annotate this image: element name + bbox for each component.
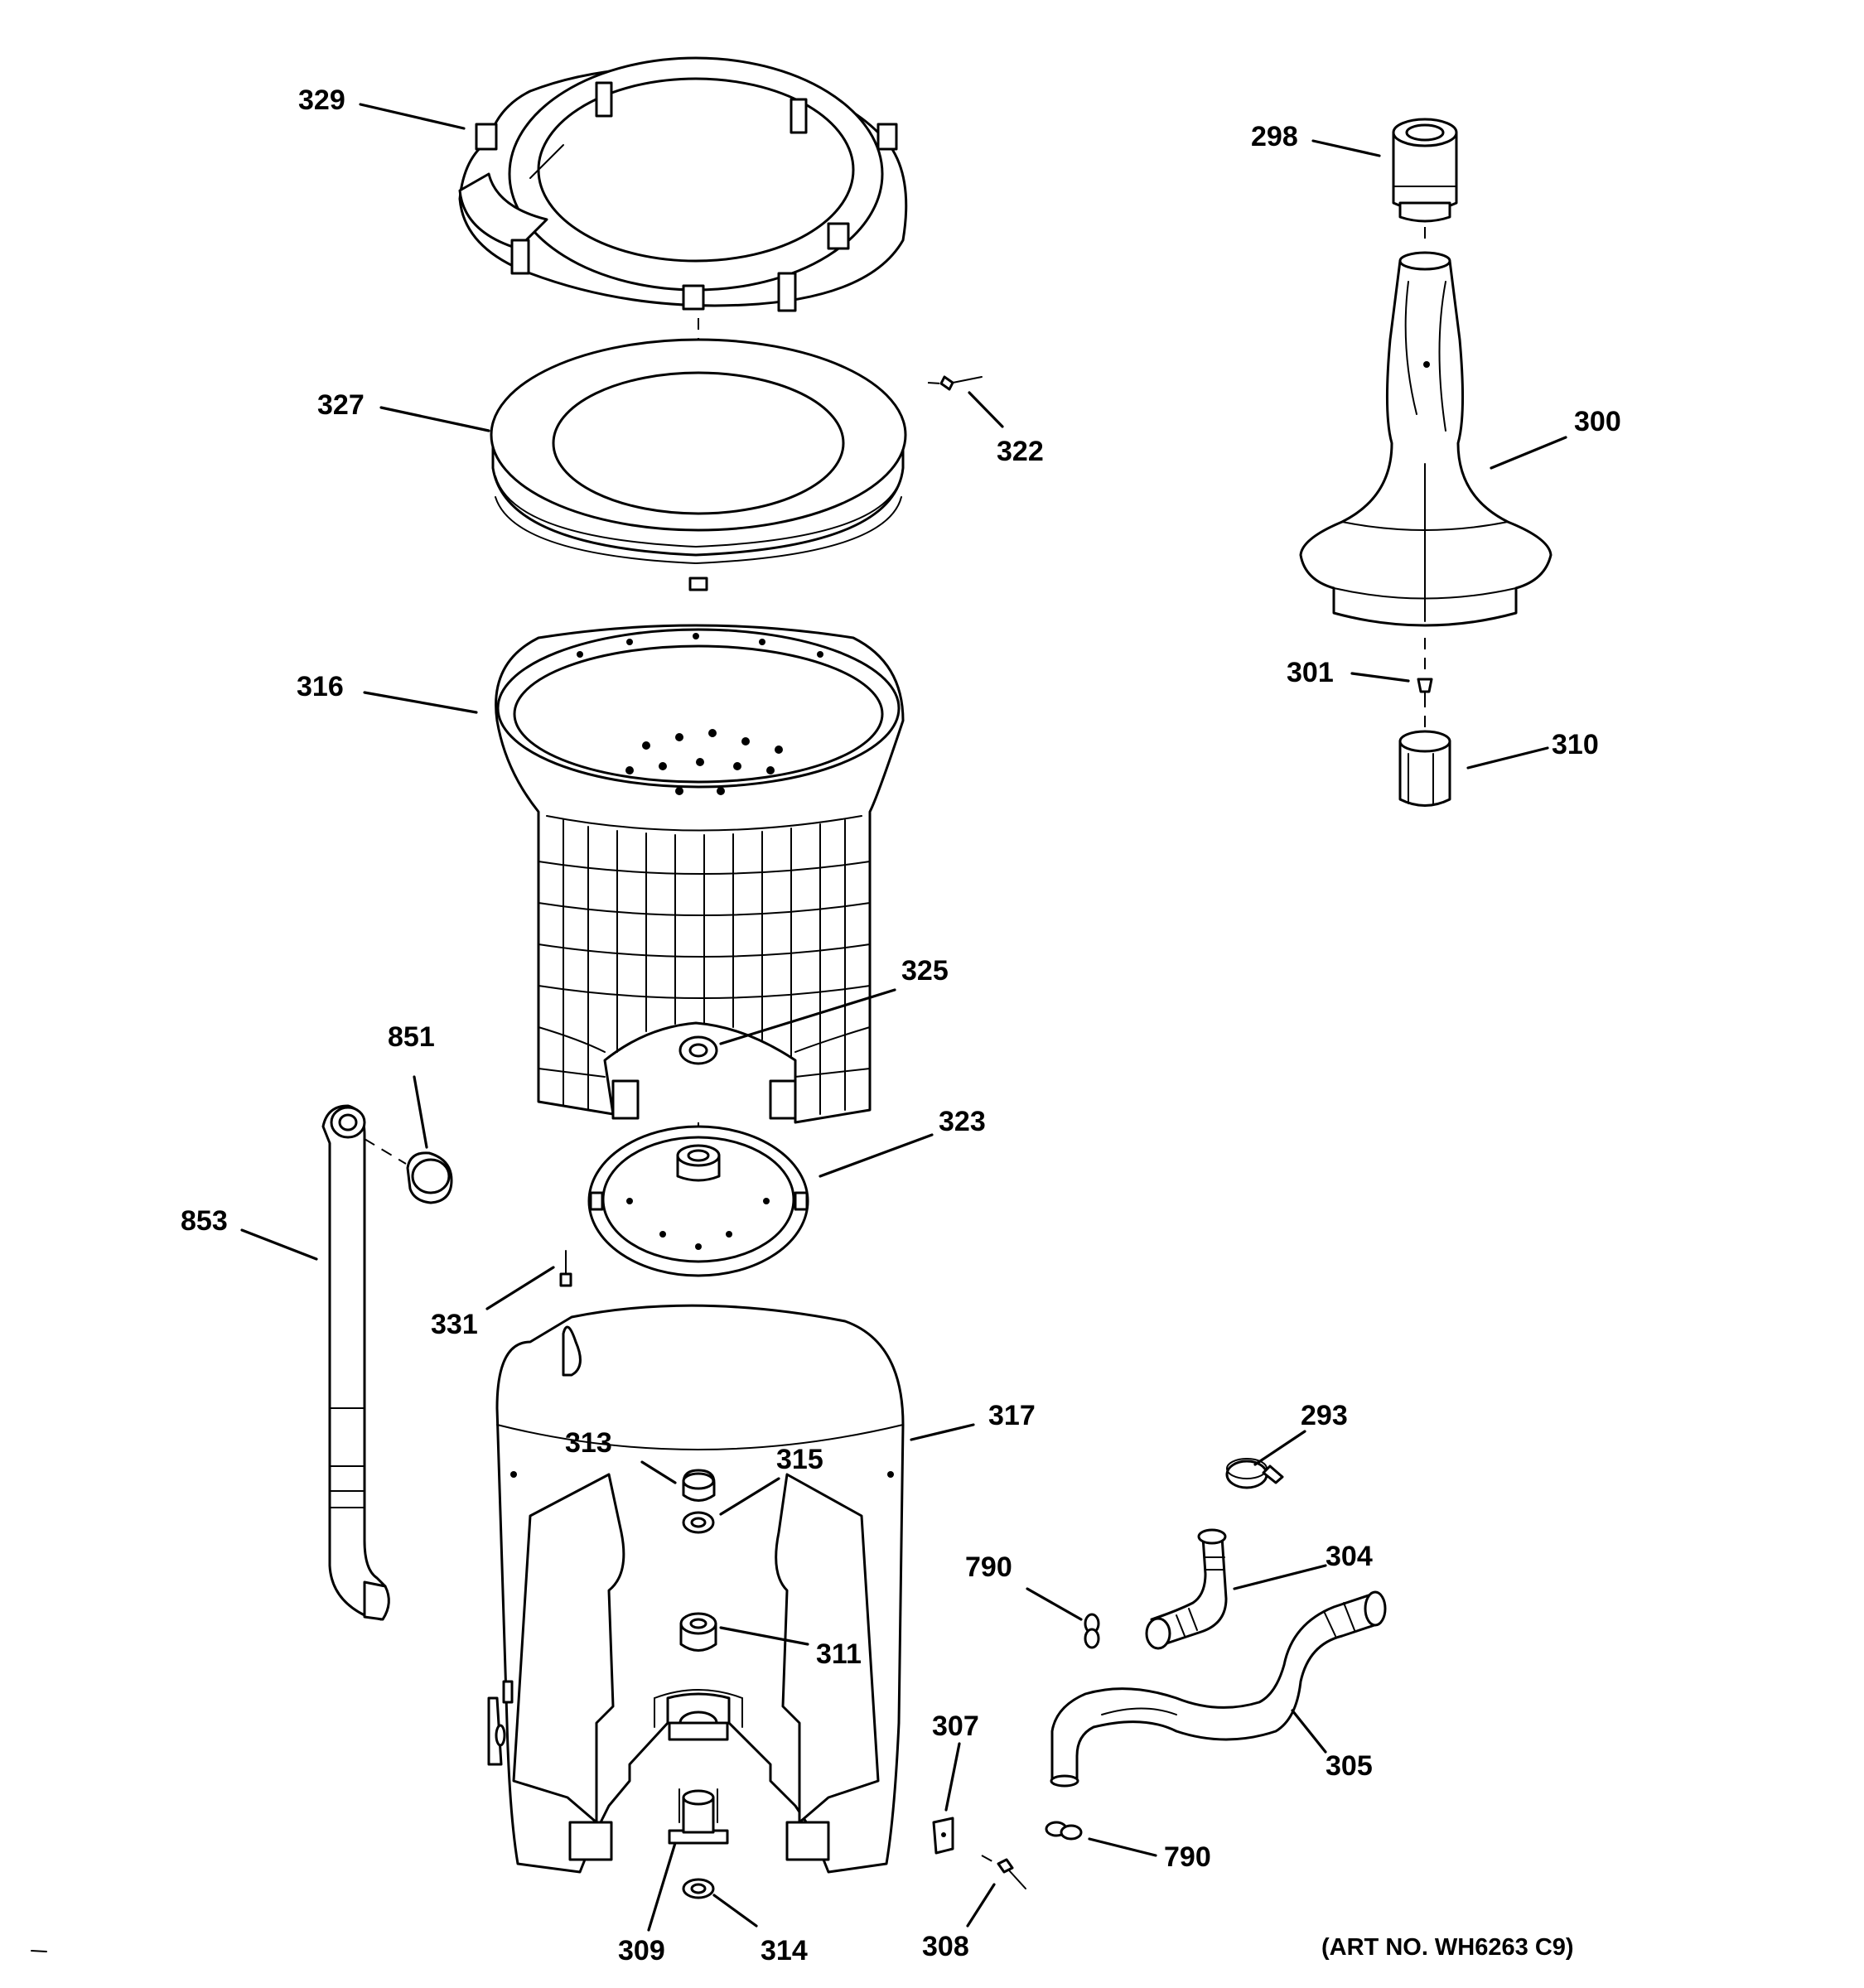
leader-301 xyxy=(1350,672,1410,683)
callout-316: 316 xyxy=(297,671,344,702)
callout-298: 298 xyxy=(1251,121,1298,152)
balance-ring-screw-part xyxy=(927,375,983,391)
leader-331 xyxy=(485,1266,555,1310)
callout-314: 314 xyxy=(761,1935,808,1966)
leader-310 xyxy=(1466,746,1549,770)
leader-309 xyxy=(647,1841,677,1932)
bracket-part xyxy=(932,1817,954,1855)
leader-lines xyxy=(240,103,1567,1932)
callout-308: 308 xyxy=(922,1931,969,1962)
callout-853: 853 xyxy=(181,1205,228,1237)
callout-300: 300 xyxy=(1574,406,1621,437)
callout-labels: 329 327 322 316 325 851 323 853 331 317 … xyxy=(181,84,1621,1966)
callout-313: 313 xyxy=(565,1427,612,1459)
bearing-hub-part xyxy=(668,1789,729,1845)
hose-clamp-part xyxy=(1225,1458,1284,1489)
leader-329 xyxy=(359,103,466,130)
leader-293 xyxy=(1253,1430,1306,1466)
washer-part xyxy=(682,1511,715,1534)
leader-307 xyxy=(944,1742,961,1812)
leader-304 xyxy=(1233,1564,1327,1590)
coupler-part xyxy=(1398,730,1451,807)
hose-clamp-small-part xyxy=(1084,1613,1100,1649)
callout-790-lower: 790 xyxy=(1164,1841,1211,1873)
leader-317 xyxy=(910,1423,975,1441)
leader-300 xyxy=(1490,436,1567,470)
leader-790b xyxy=(1088,1837,1157,1857)
callout-325: 325 xyxy=(901,955,949,987)
callout-790-upper: 790 xyxy=(965,1551,1012,1583)
callout-305: 305 xyxy=(1326,1750,1373,1782)
callout-327: 327 xyxy=(317,389,365,421)
hub-plate-part xyxy=(587,1125,809,1277)
stray-mark xyxy=(31,1950,47,1952)
leader-298 xyxy=(1311,139,1381,157)
callout-315: 315 xyxy=(776,1444,823,1475)
leader-305 xyxy=(1291,1709,1327,1754)
callout-322: 322 xyxy=(997,436,1044,467)
outer-tub-part xyxy=(487,1304,905,1874)
drain-hose-part xyxy=(1050,1590,1387,1788)
bracket-screw-part xyxy=(981,1855,1026,1889)
leader-308 xyxy=(966,1883,996,1928)
leader-313 xyxy=(640,1460,677,1484)
wash-basket-part xyxy=(495,624,905,1124)
agitator-cap-part xyxy=(1392,118,1458,223)
leader-315 xyxy=(719,1477,780,1516)
callout-311: 311 xyxy=(816,1638,862,1670)
leader-325 xyxy=(719,988,896,1045)
hose-clamp-small-part xyxy=(1045,1821,1083,1841)
leader-327 xyxy=(379,406,490,432)
callout-309: 309 xyxy=(618,1935,665,1966)
overflow-tube-part xyxy=(321,1104,390,1621)
nut-part xyxy=(682,1469,716,1502)
callout-310: 310 xyxy=(1552,729,1599,760)
tub-nut-part xyxy=(679,1612,717,1652)
tub-cover-part xyxy=(458,56,908,312)
leader-853 xyxy=(240,1228,318,1261)
leader-314 xyxy=(712,1894,758,1928)
agitator-part xyxy=(1299,251,1553,627)
cap-part xyxy=(364,1138,453,1204)
callout-851: 851 xyxy=(388,1021,435,1053)
leader-322 xyxy=(968,391,1004,428)
art-number: (ART NO. WH6263 C9) xyxy=(1321,1934,1574,1961)
callout-307: 307 xyxy=(932,1711,979,1742)
callout-293: 293 xyxy=(1301,1400,1348,1431)
callout-331: 331 xyxy=(431,1309,478,1340)
leader-311 xyxy=(719,1626,809,1646)
callout-304: 304 xyxy=(1326,1541,1373,1572)
callout-323: 323 xyxy=(939,1106,986,1137)
callout-329: 329 xyxy=(298,84,345,116)
screw-part xyxy=(559,1250,572,1287)
leader-790a xyxy=(1026,1587,1083,1621)
leader-316 xyxy=(363,691,478,714)
leader-851 xyxy=(413,1075,428,1149)
agitator-bolt-part xyxy=(1417,678,1433,701)
seal-ring-part xyxy=(682,1878,715,1899)
leader-323 xyxy=(819,1133,934,1178)
callout-317: 317 xyxy=(988,1400,1036,1431)
hose-elbow-part xyxy=(1145,1528,1228,1650)
callout-301: 301 xyxy=(1287,657,1334,688)
balance-ring-part xyxy=(490,338,907,591)
